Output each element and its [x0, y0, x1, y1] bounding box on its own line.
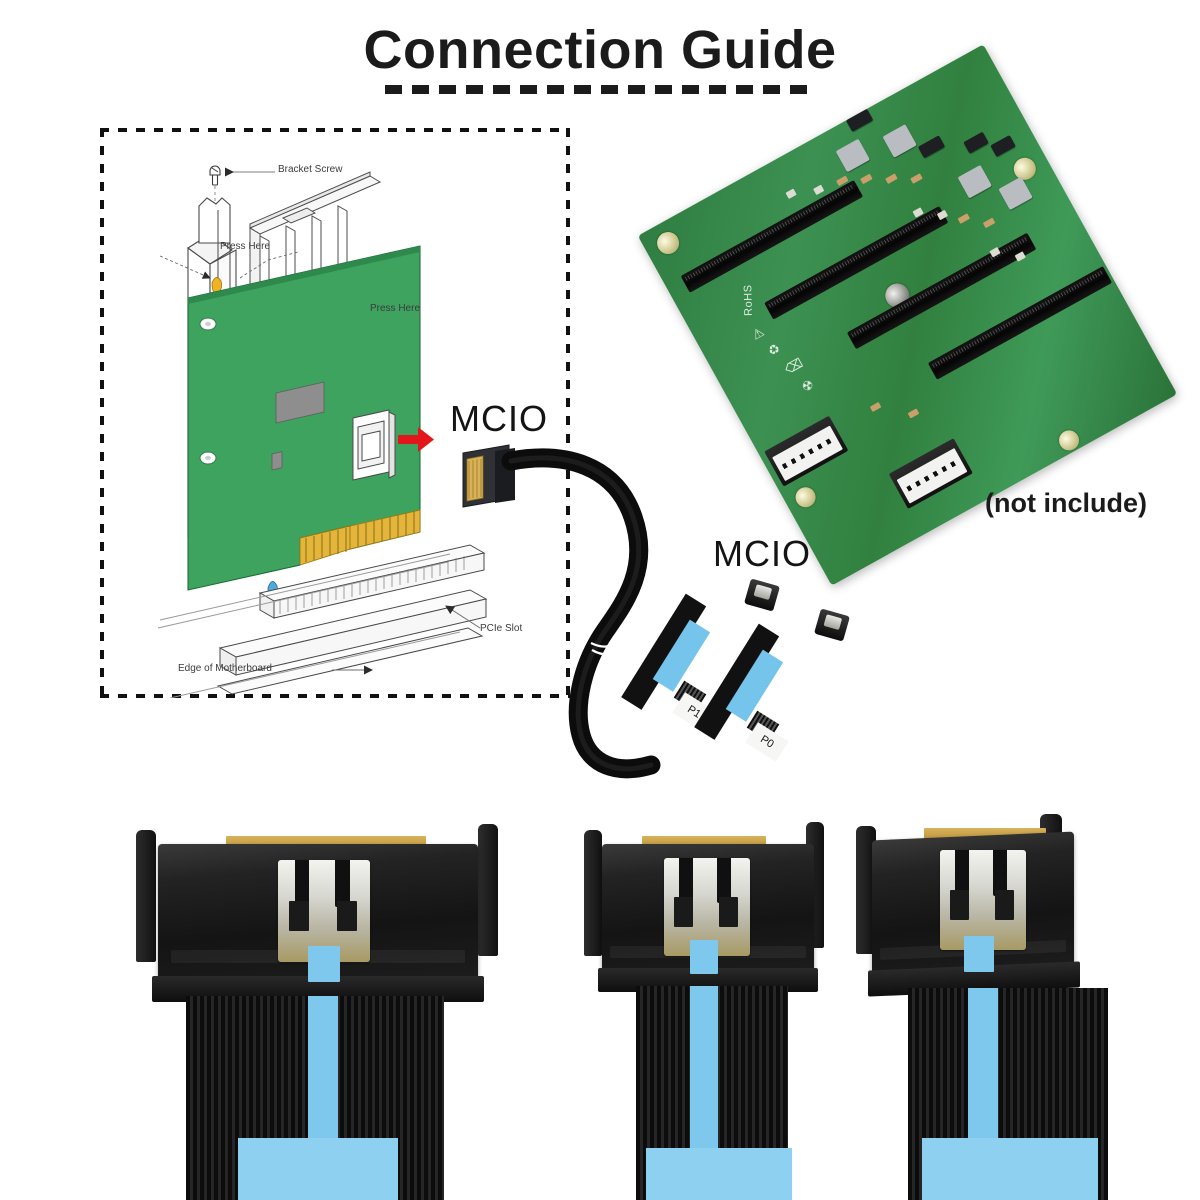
connector-2-metal-clip: [664, 858, 750, 956]
pcb-silkscreen-mark: ⌫: [782, 354, 806, 378]
pcb-inductor: [957, 164, 992, 199]
not-include-note: (not include): [985, 488, 1147, 518]
connector-3-metal-clip: [940, 850, 1026, 950]
pcb-ic: [917, 135, 946, 159]
label-pcie-slot: PCIe Slot: [480, 623, 523, 634]
connector-1-blue-patch: [238, 1138, 398, 1200]
pcb-smd: [885, 173, 898, 185]
connector-2-clip-slot: [717, 858, 732, 904]
connector-3-blue-patch: [922, 1138, 1098, 1200]
pcb-mcio-connector-2-port: [896, 447, 968, 504]
pcb-smd: [907, 408, 920, 419]
label-press-here-top: Press Here: [220, 241, 271, 252]
page-title: Connection Guide: [363, 20, 837, 80]
pcb-silkscreen-mark: ☢: [798, 376, 817, 396]
riser-installation-line-art: [157, 165, 488, 698]
pcb-inductor: [835, 138, 871, 173]
pcb-ic: [990, 134, 1016, 158]
red-arrow-indicator: [398, 427, 434, 452]
mcio-cables-callout: MCIO: [713, 533, 811, 574]
connector-1-blue-tab: [308, 946, 340, 982]
pcb-mount-hole: [1055, 426, 1083, 454]
pcb-mcio-connector-2: [888, 438, 973, 510]
connector-1-latch-left: [136, 830, 156, 962]
pcb-mcio-connector-1: [764, 415, 849, 487]
connector-2-clip-notch: [719, 897, 738, 927]
pcb-smd: [982, 217, 996, 229]
connector-2-clip-notch: [674, 897, 694, 927]
mcio-cable-p0-connector: [813, 608, 851, 642]
connector-3-clip-notch: [950, 890, 970, 920]
mcio-cable-from-riser: [462, 444, 661, 779]
title-block: Connection Guide: [0, 22, 1200, 94]
pcb-mcio-connector-1-port: [772, 425, 843, 482]
connector-1-latch-right: [478, 824, 498, 956]
mcio-connector-photo-1: [130, 818, 510, 1200]
connector-2-blue-patch: [646, 1148, 792, 1200]
connector-1-clip-notch: [289, 900, 310, 932]
pcb-inductor: [882, 124, 917, 158]
pcb-silkscreen-rohs: RoHS: [742, 284, 755, 316]
connector-1-clip-slot: [335, 860, 350, 907]
title-divider: [385, 84, 815, 94]
pcie-backplane-photo: RoHS ⚠ ♻ ⌫ ☢: [637, 44, 1178, 605]
pcb-silkscreen-mark: ⚠: [749, 323, 768, 343]
connector-3-clip-slot: [955, 850, 970, 896]
mcio-cable-p0-clip: [823, 614, 843, 631]
label-edge-of-motherboard: Edge of Motherboard: [178, 663, 272, 674]
installation-diagram-box: Bracket Screw Press Here Press Here PCIe…: [100, 128, 570, 698]
connector-1-clip-slot: [294, 860, 310, 907]
mcio-cable-p0: P0: [694, 608, 855, 787]
connector-1-metal-clip: [278, 860, 370, 962]
pcb-ic: [963, 131, 989, 154]
label-press-here-right: Press Here: [370, 303, 421, 314]
pcb-smd: [813, 184, 825, 196]
connector-3-clip-slot: [993, 850, 1008, 896]
pcb-silkscreen-mark: ♻: [765, 340, 784, 360]
pcb-smd: [957, 213, 971, 224]
connector-2-clip-slot: [679, 858, 694, 904]
connector-1-clip-notch: [336, 900, 358, 932]
connector-3-blue-tab: [964, 936, 994, 972]
connector-2-latch-left: [584, 830, 602, 956]
pcb-ic: [845, 108, 874, 132]
pcb-smd: [785, 188, 797, 199]
connector-3-clip-notch: [995, 890, 1014, 920]
pcb-mount-hole: [653, 228, 684, 258]
pcb-mount-hole: [791, 483, 820, 511]
mcio-connector-photo-3: [852, 812, 1152, 1200]
pcb-smd: [869, 401, 882, 413]
label-bracket-screw: Bracket Screw: [278, 164, 343, 175]
mcio-card-callout: MCIO: [450, 398, 548, 439]
mcio-connector-photo-2: [580, 818, 850, 1200]
connector-3-latch-left: [856, 826, 876, 954]
pcb-smd: [910, 173, 923, 184]
connector-2-blue-tab: [690, 940, 718, 974]
pcb-smd: [860, 173, 873, 185]
pcb-inductor: [998, 176, 1033, 211]
